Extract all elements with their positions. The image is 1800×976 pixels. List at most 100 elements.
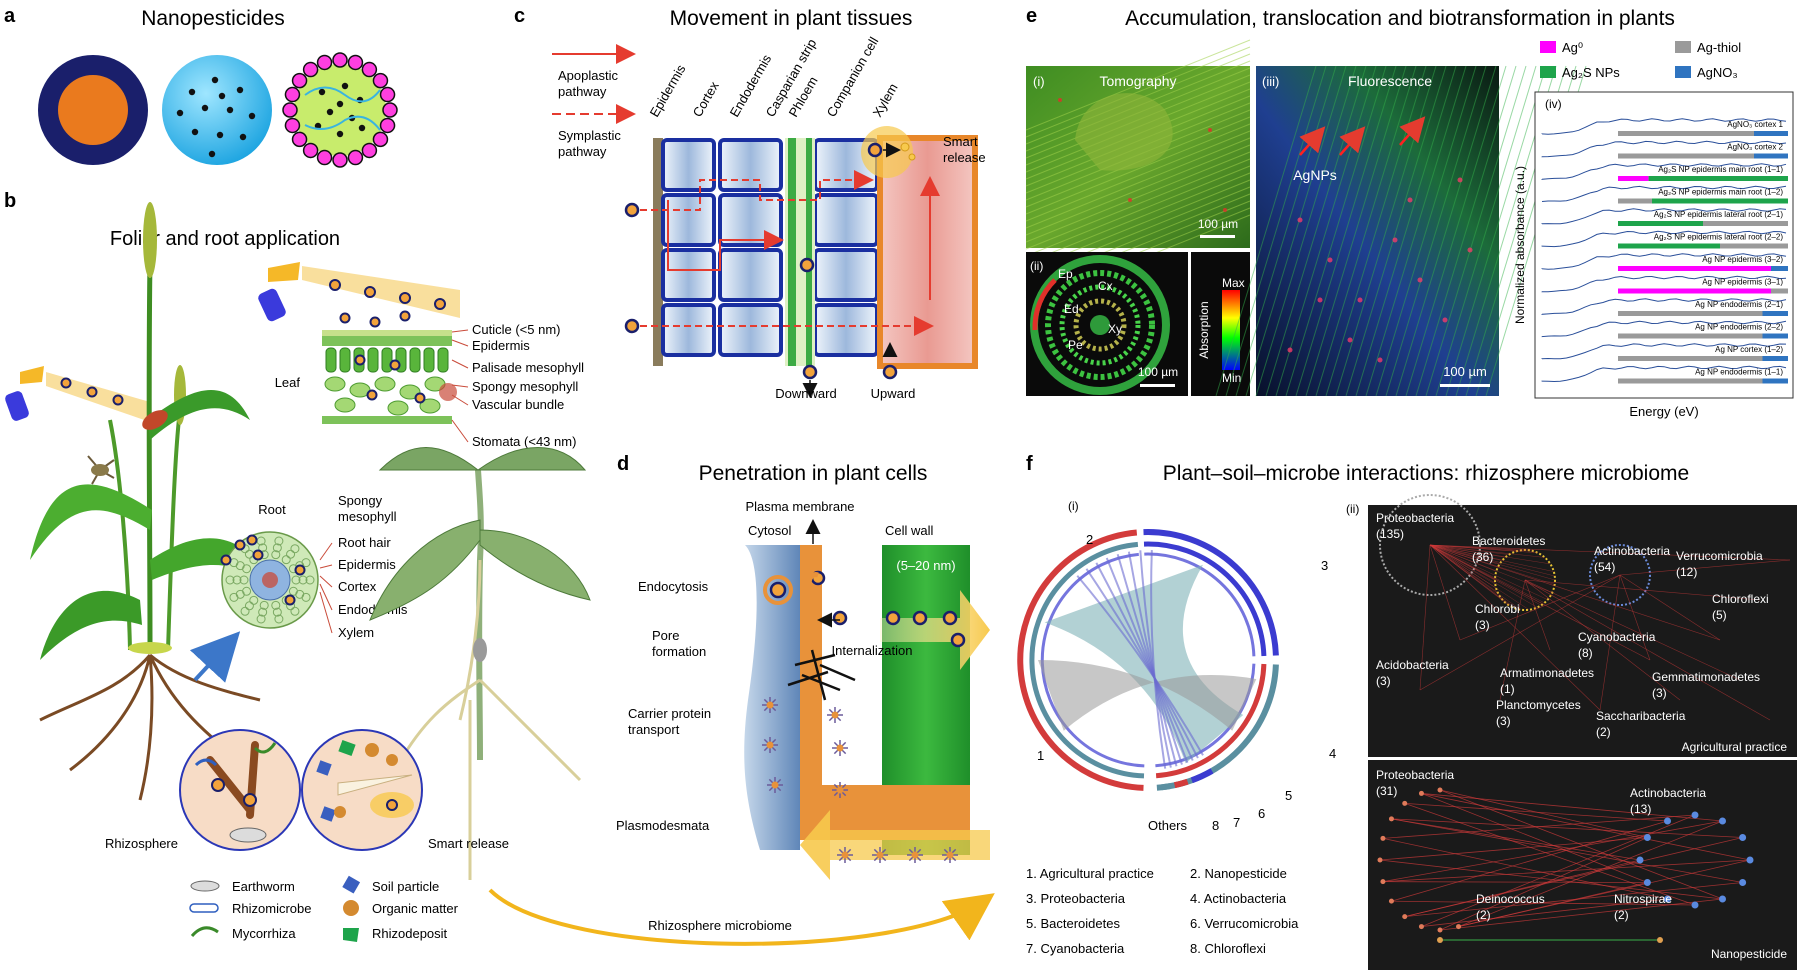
rhizosphere-label: Rhizosphere [105, 836, 178, 851]
legend-item: 6. Verrucomicrobia [1190, 916, 1299, 931]
spectra: AgNO₃ cortex 1 AgNO₃ cortex 2 Ag₂S NP epid… [1541, 118, 1788, 384]
symplastic-label: pathway [558, 144, 607, 159]
spectrum-label: Ag₂S NP epidermis main root (1–2) [1658, 188, 1783, 197]
y-axis-label: Normalized absorbance (a.u.) [1513, 166, 1527, 324]
leaf-cross-section [322, 310, 457, 424]
species-bar [1762, 311, 1788, 316]
panel-title: Movement in plant tissues [670, 7, 913, 30]
label: AgNO₃ [1697, 65, 1738, 80]
endocytosis-label: Endocytosis [638, 579, 709, 594]
species-bar [1762, 356, 1788, 361]
legend-item: 4. Actinobacteria [1190, 891, 1287, 906]
label: (3) [1496, 714, 1511, 728]
spectrum-line [1541, 343, 1787, 360]
label: (36) [1472, 550, 1493, 564]
label: (2) [1476, 908, 1491, 922]
network-nanopesticide [1377, 787, 1754, 943]
spectrum-line [1541, 275, 1787, 293]
spectrum-label: Ag₂S NP epidermis main root (1–1) [1658, 165, 1783, 174]
spectrum-line [1541, 163, 1787, 180]
spray-bottle-icon [5, 366, 150, 422]
symplastic-label: Symplastic [558, 128, 621, 143]
tissue-label-ep: Ep [1058, 267, 1073, 281]
sub-label: (iv) [1545, 97, 1562, 111]
label: Actinobacteria [1594, 544, 1670, 558]
spectrum-line [1541, 365, 1787, 383]
spectrum-label: Ag NP epidermis (3–1) [1702, 278, 1783, 287]
smart-release-circle [301, 729, 423, 851]
spectrum-label: Ag₂S NP epidermis lateral root (2–2) [1654, 233, 1784, 242]
legend-swatch [1540, 66, 1556, 78]
chord-number: 5 [1285, 788, 1292, 803]
label: Spongy mesophyll [472, 379, 578, 394]
label: Cyanobacteria [1578, 630, 1656, 644]
carrier-protein-label: transport [628, 722, 680, 737]
nanopesticide-core-shell-icon [38, 55, 148, 165]
legend-label: Mycorrhiza [232, 926, 296, 941]
sub-label: (i) [1068, 499, 1079, 513]
panel-letter: e [1026, 5, 1037, 27]
legend-item: 8. Chloroflexi [1190, 941, 1266, 956]
colorbar-gradient [1222, 290, 1240, 370]
agnps-label: AgNPs [1293, 167, 1337, 183]
spectrum-label: AgNO₃ cortex 2 [1727, 143, 1783, 152]
legend-item: 5. Bacteroidetes [1026, 916, 1120, 931]
tomography-label: Tomography [1099, 73, 1176, 89]
label: (2) [1596, 725, 1611, 739]
panel-title: Nanopesticides [141, 7, 285, 30]
label: (2) [1614, 908, 1629, 922]
rhizosphere-microbiome-arrow [488, 888, 995, 946]
spectrum-line [1541, 230, 1787, 248]
label: Gemmatimonadetes [1652, 670, 1760, 684]
legend-item: 3. Proteobacteria [1026, 891, 1126, 906]
panel-letter: d [617, 453, 629, 475]
nanopesticide-matrix-icon [162, 55, 272, 165]
scale-label: 100 µm [1138, 365, 1178, 379]
species-bar [1618, 378, 1763, 384]
chord-diagram [1017, 529, 1279, 791]
label: Nitrospirae [1614, 892, 1672, 906]
species-bar [1771, 266, 1788, 271]
label: Stomata (<43 nm) [472, 434, 576, 449]
legend-label: Rhizomicrobe [232, 901, 311, 916]
panel-a: a Nanopesticides [4, 5, 398, 168]
spectrum-line [1541, 208, 1787, 225]
pore-formation-label: formation [652, 644, 706, 659]
cell-membrane-diagram [744, 545, 990, 880]
panel-d: d Penetration in plant cells Plasma memb… [616, 453, 990, 880]
colorbar-max: Max [1222, 276, 1245, 290]
sub-label: (ii) [1030, 259, 1043, 273]
label: Verrucomicrobia [1676, 549, 1763, 563]
label: mesophyll [338, 509, 397, 524]
legend-swatch [1675, 41, 1691, 53]
label: (54) [1594, 560, 1615, 574]
species-bar [1703, 221, 1788, 226]
root-label: Root [258, 502, 286, 517]
fluorescence-label: Fluorescence [1348, 73, 1432, 89]
network-footer: Nanopesticide [1711, 947, 1787, 961]
label: (135) [1376, 527, 1404, 541]
species-bar [1652, 198, 1788, 204]
panel-title: Plant–soil–microbe interactions: rhizosp… [1163, 462, 1689, 485]
species-bar [1618, 131, 1754, 136]
leaf-label: Leaf [275, 375, 301, 390]
label: Deinococcus [1476, 892, 1545, 906]
spectrum-label: Ag NP cortex (1–2) [1715, 345, 1783, 354]
label: (1) [1500, 682, 1515, 696]
wheat-plant-illustration [30, 202, 265, 801]
spectrum-label: AgNO₃ cortex 1 [1727, 120, 1783, 129]
panel-c: c Movement in plant tissues Apoplastic p… [514, 5, 986, 401]
tissue-label-ed: Ed [1064, 302, 1079, 316]
scale-bar [1140, 384, 1175, 387]
label: Ag-thiol [1697, 40, 1741, 55]
mycorrhiza-icon [190, 926, 219, 938]
cell-wall-label: Cell wall [885, 523, 934, 538]
panel-letter: c [514, 5, 525, 27]
spectrum-label: Ag NP endodermis (2–1) [1695, 300, 1783, 309]
species-bar [1618, 198, 1652, 204]
colorbar-panel [1191, 252, 1250, 396]
rhizomicrobe-icon [189, 903, 219, 913]
label: (13) [1630, 802, 1651, 816]
